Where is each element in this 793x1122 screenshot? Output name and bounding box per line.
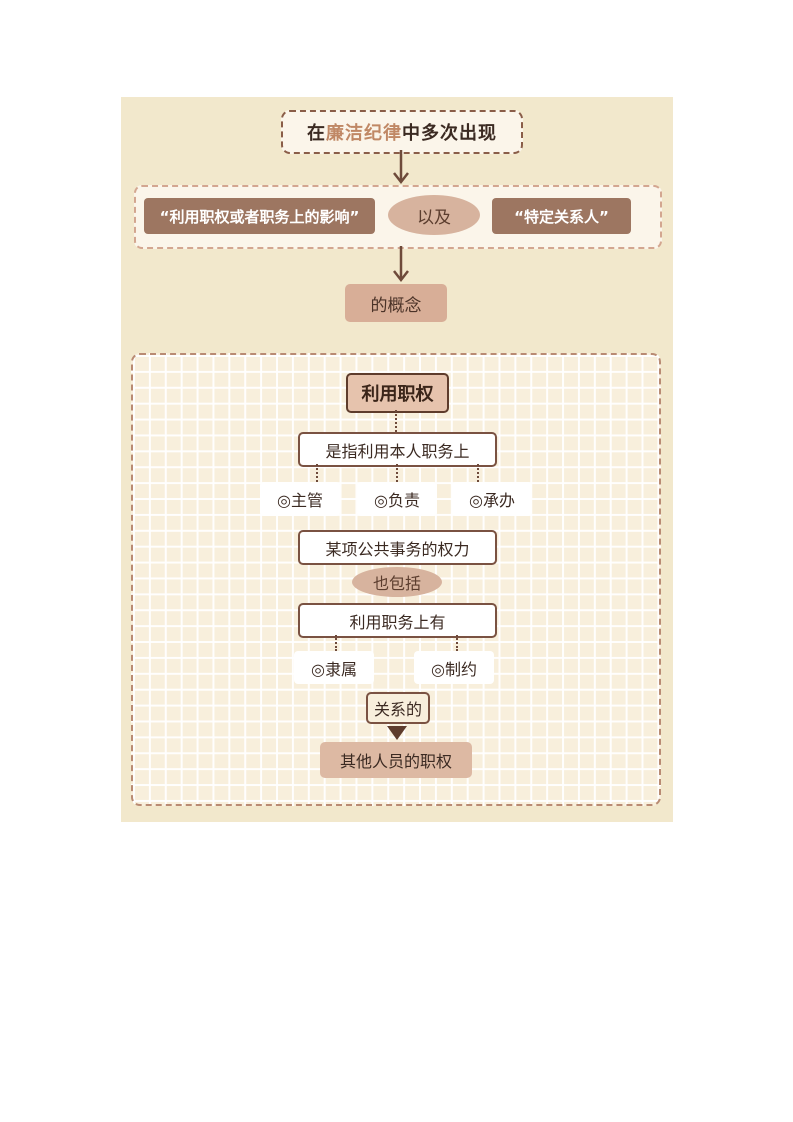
connector-dots — [396, 464, 398, 482]
header-prefix: 在 — [307, 123, 326, 144]
relation-label: 关系的 — [366, 692, 430, 724]
connector-dots — [316, 464, 318, 482]
definition-line-1: 是指利用本人职务上 — [298, 432, 497, 467]
option-chip: ◎制约 — [414, 651, 494, 684]
also-includes-connector: 也包括 — [352, 567, 442, 597]
connector-dots — [477, 464, 479, 482]
connector-dots — [335, 635, 337, 651]
down-arrow-icon — [393, 246, 409, 283]
term-connector: 以及 — [388, 195, 480, 235]
down-arrow-icon — [393, 150, 409, 185]
definition-line-2: 某项公共事务的权力 — [298, 530, 497, 565]
header-highlight: 廉洁纪律 — [326, 123, 402, 144]
concept-label: 的概念 — [345, 284, 447, 322]
triangle-down-icon — [387, 726, 407, 740]
definition-line-3: 利用职务上有 — [298, 603, 497, 638]
header-title: 在廉洁纪律中多次出现 — [281, 110, 523, 154]
option-chip: ◎主管 — [260, 482, 340, 516]
term-right: “特定关系人” — [492, 198, 631, 234]
main-term-node: 利用职权 — [346, 373, 449, 413]
header-suffix: 中多次出现 — [402, 123, 497, 144]
connector-dots — [395, 410, 397, 432]
term-left: “利用职权或者职务上的影响” — [144, 198, 375, 234]
option-chip: ◎负责 — [357, 482, 437, 516]
option-chip: ◎承办 — [452, 482, 532, 516]
result-node: 其他人员的职权 — [320, 742, 472, 778]
connector-dots — [456, 635, 458, 651]
option-chip: ◎隶属 — [294, 651, 374, 684]
